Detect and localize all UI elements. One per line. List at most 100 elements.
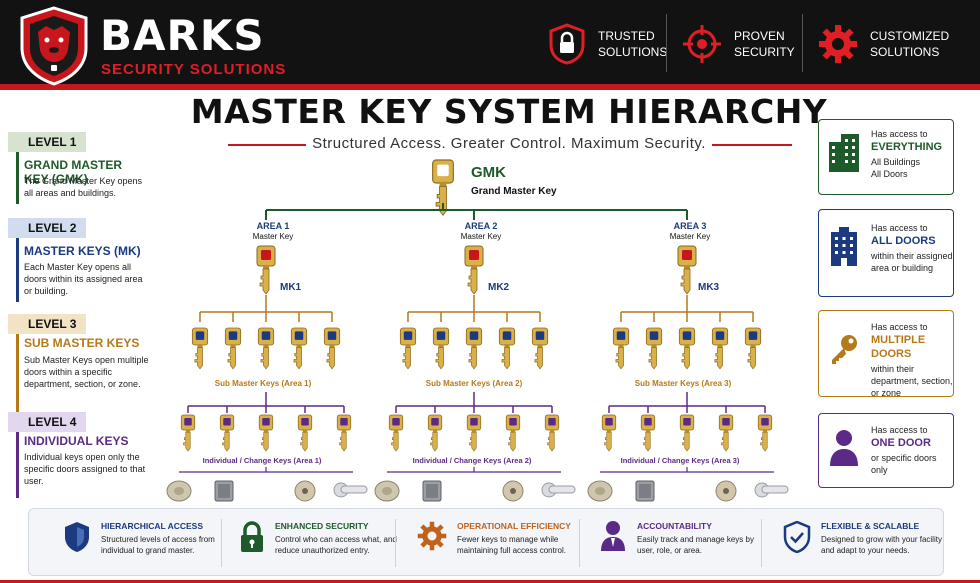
key-icon (180, 414, 196, 452)
lever-handle-bar (761, 485, 789, 494)
lever-handle-bar (340, 485, 368, 494)
deadbolt-keyway (723, 488, 729, 494)
access-card-sub: Has access to MULTIPLE DOORS within thei… (818, 310, 954, 398)
area-label: AREA 3 (673, 221, 707, 231)
card-intro: Has access to (871, 425, 928, 435)
key-icon (257, 327, 275, 370)
gmk-label: GMK (471, 164, 506, 181)
key-icon (256, 245, 276, 295)
key-icon (612, 327, 630, 370)
key-icon (191, 327, 209, 370)
feature-label-line1: TRUSTED (598, 29, 655, 43)
feature-label-line2: SECURITY (734, 45, 795, 59)
padlock-icon (241, 521, 263, 552)
sub-master-keys-label: Sub Master Keys (Area 1) (214, 379, 312, 388)
key-icon (258, 414, 274, 452)
feature-label-line1: PROVEN (734, 29, 785, 43)
door-knob-center (595, 487, 605, 495)
sub-master-keys-label: Sub Master Keys (Area 3) (634, 379, 732, 388)
gmk-sublabel: Grand Master Key (471, 186, 557, 197)
feature-label-line1: CUSTOMIZED (870, 29, 950, 43)
page-title: MASTER KEY SYSTEM HIERARCHY (190, 92, 828, 131)
key-icon (388, 414, 404, 452)
benefit-flexible: FLEXIBLE & SCALABLE Designed to grow wit… (781, 517, 942, 569)
level-description: Each Master Key opens all doors within i… (24, 262, 143, 296)
access-card-mk: Has access to ALL DOORS within their ass… (818, 209, 954, 297)
key-icon (297, 414, 313, 452)
footer-divider (761, 519, 762, 567)
key-icon (544, 414, 560, 452)
keypad-lock-face (639, 484, 651, 498)
access-card-individual: Has access to ONE DOOR or specific doors… (818, 413, 954, 488)
key-icon (465, 327, 483, 370)
sub-master-keys-label: Sub Master Keys (Area 2) (425, 379, 523, 388)
benefit-description: Structured levels of access from individ… (101, 535, 215, 555)
mk-label: MK1 (280, 282, 302, 293)
footer-divider (395, 519, 396, 567)
mk-label: MK3 (698, 282, 720, 293)
card-intro: Has access to (871, 322, 928, 332)
shield-icon (65, 522, 89, 552)
key-icon (399, 327, 417, 370)
area-label: AREA 1 (256, 221, 290, 231)
benefit-title: ENHANCED SECURITY (275, 521, 369, 531)
card-highlight: EVERYTHING (871, 141, 943, 153)
office-building-icon (829, 134, 859, 172)
footer-divider (579, 519, 580, 567)
card-detail: or specific doors only (871, 453, 937, 475)
footer-divider (221, 519, 222, 567)
benefit-security: ENHANCED SECURITY Control who can access… (235, 517, 397, 569)
individual-keys-label: Individual / Change Keys (Area 2) (412, 456, 532, 465)
key-icon (432, 159, 454, 216)
key-icon (645, 327, 663, 370)
bottom-red-stripe (0, 580, 980, 583)
card-intro: Has access to (871, 223, 928, 233)
key-icon (677, 245, 697, 295)
level-accent-bar (16, 334, 19, 414)
individual-keys-label: Individual / Change Keys (Area 3) (620, 456, 740, 465)
area-sublabel: Master Key (669, 232, 711, 241)
benefit-accountability: ACCOUNTABILITY Easily track and manage k… (597, 517, 757, 569)
benefit-hierarchical: HIERARCHICAL ACCESS Structured levels of… (61, 517, 221, 569)
key-icon (505, 414, 521, 452)
card-detail: within their department, section, or zon… (871, 364, 953, 398)
key-icon (832, 335, 857, 364)
feature-customized: CUSTOMIZED SOLUTIONS (818, 18, 950, 70)
header-divider (802, 14, 803, 72)
header-red-stripe (0, 84, 980, 90)
level-1-panel: LEVEL 1 GRAND MASTER KEY (GMK) The Grand… (8, 132, 143, 212)
area-sublabel: Master Key (252, 232, 294, 241)
card-detail: within their assigned area or building (871, 251, 953, 273)
level-description: Individual keys open only the specific d… (24, 452, 146, 486)
benefit-title: FLEXIBLE & SCALABLE (821, 521, 920, 531)
benefit-description: Designed to grow with your facility and … (821, 535, 942, 555)
brand-name: BARKS (100, 11, 265, 60)
keypad-lock-face (218, 484, 230, 498)
level-heading: GRAND MASTER KEY (GMK) (24, 158, 122, 186)
key-icon (718, 414, 734, 452)
key-icon (601, 414, 617, 452)
benefits-footer: HIERARCHICAL ACCESS Structured levels of… (28, 508, 944, 576)
key-icon (290, 327, 308, 370)
person-icon (830, 430, 858, 466)
key-icon (464, 245, 484, 295)
level-4-panel: LEVEL 4 INDIVIDUAL KEYS Individual keys … (8, 412, 145, 498)
check-shield-icon (783, 521, 811, 553)
lever-handle-bar (548, 485, 576, 494)
subtitle-rule-left (228, 144, 306, 146)
benefit-title: HIERARCHICAL ACCESS (101, 521, 204, 531)
benefit-description: Control who can access what, and reduce … (275, 535, 397, 555)
level-accent-bar (16, 238, 19, 302)
feature-label-line2: SOLUTIONS (870, 45, 940, 59)
key-icon (679, 414, 695, 452)
key-icon (432, 327, 450, 370)
gear-icon (819, 25, 857, 63)
level-3-panel: LEVEL 3 SUB MASTER KEYS Sub Master Keys … (8, 314, 149, 414)
level-heading: SUB MASTER KEYS (24, 336, 140, 350)
individual-keys-label: Individual / Change Keys (Area 1) (202, 456, 322, 465)
user-icon (601, 521, 625, 551)
brand-subtitle: SECURITY SOLUTIONS (101, 61, 287, 78)
level-description: The Grand Master Key opens all areas and… (24, 176, 143, 198)
